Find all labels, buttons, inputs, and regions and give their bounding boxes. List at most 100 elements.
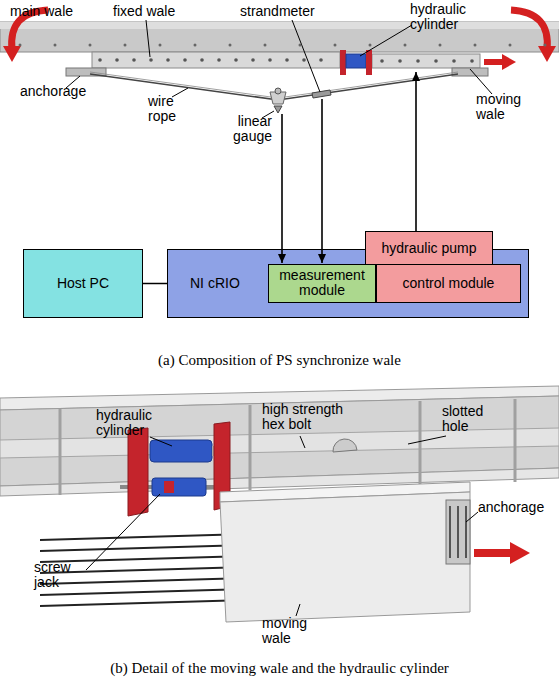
bolt-hole bbox=[299, 44, 302, 47]
anchorage bbox=[446, 500, 470, 564]
moving-wale bbox=[372, 54, 480, 68]
bolt-hole bbox=[404, 44, 407, 47]
fixed-wale bbox=[92, 52, 340, 68]
bolt-hole bbox=[89, 44, 92, 47]
motion-arrow bbox=[484, 59, 505, 65]
anchorage-wedge bbox=[465, 506, 467, 558]
bolt-hole bbox=[380, 59, 384, 63]
part-label: wire rope bbox=[148, 94, 190, 124]
connector bbox=[143, 283, 167, 285]
leader-line bbox=[292, 20, 320, 92]
gauge-pin bbox=[275, 88, 281, 94]
part-label: anchorage bbox=[20, 84, 100, 99]
leader-line bbox=[300, 436, 305, 448]
box-text: Host PC bbox=[57, 276, 109, 291]
fixed-wale-flange bbox=[0, 428, 559, 458]
jack-nut bbox=[164, 481, 174, 493]
bolt-hole bbox=[159, 44, 162, 47]
bolt-hole bbox=[229, 44, 232, 47]
module-box: control module bbox=[376, 264, 521, 303]
moment-arrow-head bbox=[538, 46, 556, 62]
moment-arrow-head bbox=[3, 46, 21, 62]
part-label: hydraulic cylinder bbox=[410, 2, 482, 32]
bolt-hole bbox=[183, 58, 187, 62]
bolt-hole bbox=[132, 58, 136, 62]
bolt-hole bbox=[452, 59, 456, 63]
part-label: strandmeter bbox=[240, 4, 330, 19]
box-text: control module bbox=[403, 276, 495, 291]
module-box: measurement module bbox=[268, 264, 376, 303]
motion-arrow-head bbox=[510, 542, 530, 564]
bolt-hole bbox=[124, 44, 127, 47]
figure-caption: (b) Detail of the moving wale and the hy… bbox=[0, 660, 559, 677]
hydraulic-cylinder-body bbox=[346, 54, 366, 68]
bolt-hole bbox=[115, 58, 119, 62]
leader-line bbox=[150, 437, 172, 446]
bolt-hole bbox=[302, 58, 306, 62]
main-wale-beam bbox=[0, 22, 559, 52]
bolt-hole bbox=[234, 58, 238, 62]
saddle bbox=[333, 439, 357, 452]
hydraulic-cylinder bbox=[150, 440, 212, 462]
motion-arrow bbox=[474, 549, 514, 557]
signal-line bbox=[281, 114, 283, 263]
part-label: moving wale bbox=[262, 616, 318, 646]
panel-b-illustration bbox=[0, 386, 559, 622]
bolt-hole bbox=[54, 44, 57, 47]
leader-line bbox=[86, 494, 160, 570]
anchorage-wedge bbox=[457, 506, 459, 558]
stiffener bbox=[419, 401, 422, 486]
moment-arrow bbox=[511, 10, 547, 50]
bolt-hole bbox=[98, 58, 102, 62]
part-label: main wale bbox=[10, 4, 90, 19]
linear-gauge bbox=[274, 106, 282, 113]
bolt-hole bbox=[285, 58, 289, 62]
stiffener bbox=[514, 399, 517, 482]
part-label: screw jack bbox=[34, 560, 84, 590]
bolt-hole bbox=[264, 44, 267, 47]
signal-line bbox=[321, 99, 323, 263]
part-label: high strength hex bolt bbox=[262, 402, 362, 432]
bolt-hole bbox=[251, 58, 255, 62]
strandmeter bbox=[312, 90, 331, 98]
bolt-hole bbox=[200, 58, 204, 62]
pump-box: hydraulic pump bbox=[365, 231, 493, 265]
main-wale-flange bbox=[0, 22, 559, 29]
part-label: slotted hole bbox=[442, 404, 497, 434]
panel-a-illustration bbox=[0, 10, 559, 118]
part-label: anchorage bbox=[478, 500, 558, 515]
bolt-hole bbox=[470, 59, 474, 63]
bolt-hole bbox=[217, 58, 221, 62]
part-label: linear gauge bbox=[222, 114, 272, 144]
anchorage-wedge bbox=[449, 506, 451, 558]
bolt-hole bbox=[166, 58, 170, 62]
leader-line bbox=[470, 69, 492, 94]
figure-caption: (a) Composition of PS synchronize wale bbox=[0, 352, 559, 369]
part-label: moving wale bbox=[476, 92, 532, 122]
bolt-hole bbox=[398, 59, 402, 63]
control-line bbox=[415, 72, 417, 231]
bolt-hole bbox=[369, 44, 372, 47]
leader-line bbox=[172, 88, 188, 97]
stiffener bbox=[249, 405, 252, 490]
bolt-hole bbox=[19, 44, 22, 47]
host-box: Host PC bbox=[23, 249, 143, 318]
part-label: fixed wale bbox=[113, 4, 193, 19]
bolt-hole bbox=[509, 44, 512, 47]
leader-line bbox=[146, 20, 150, 57]
stiffener bbox=[59, 409, 62, 495]
bolt-hole bbox=[268, 58, 272, 62]
screw-jack bbox=[152, 478, 206, 496]
bolt-hole bbox=[416, 59, 420, 63]
box-text: NI cRIO bbox=[190, 276, 240, 291]
cylinder-plate bbox=[340, 50, 346, 75]
bolt-hole bbox=[544, 44, 547, 47]
box-text: hydraulic pump bbox=[382, 241, 477, 256]
part-label: hydraulic cylinder bbox=[96, 408, 168, 438]
cylinder-plate bbox=[366, 50, 372, 75]
bolt-hole bbox=[149, 58, 153, 62]
leader-line bbox=[296, 604, 300, 616]
bolt-hole bbox=[334, 44, 337, 47]
